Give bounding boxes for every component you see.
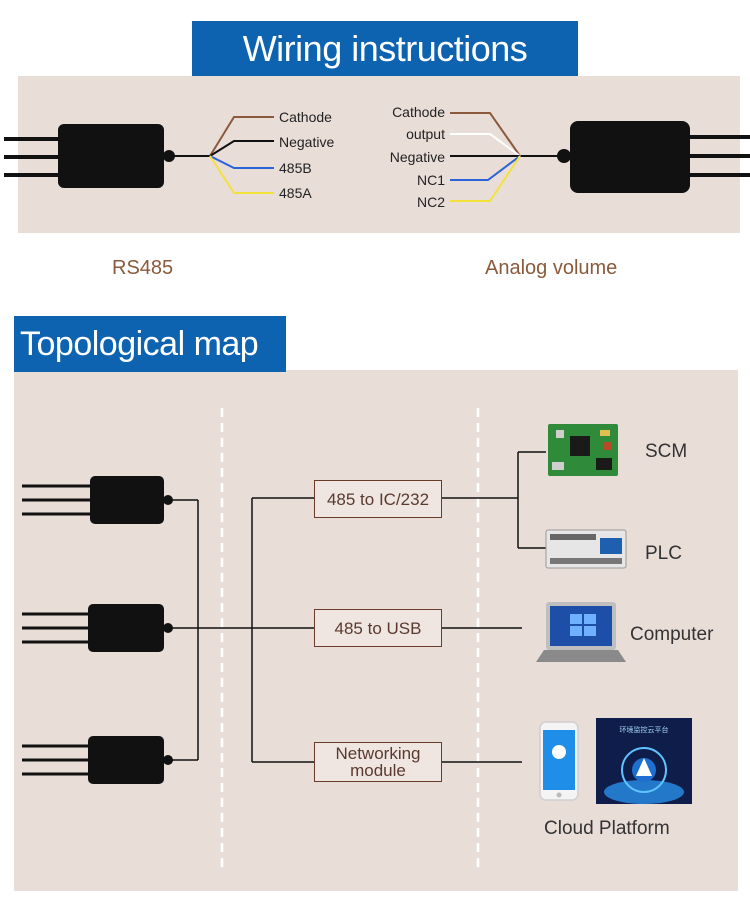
- sensor-icon: [22, 476, 173, 524]
- rs485-wire-label: 485A: [279, 185, 312, 201]
- wiring-title: Wiring instructions: [192, 21, 578, 77]
- laptop-icon: [536, 602, 626, 662]
- plc-label: PLC: [645, 543, 682, 564]
- topology-title: Topological map: [14, 316, 286, 372]
- cloud-dashboard-icon: [596, 718, 692, 804]
- analog-sensor-icon: [520, 121, 750, 193]
- rs485-sensor-icon: [4, 124, 210, 188]
- cloud-platform-label: Cloud Platform: [544, 818, 670, 839]
- sensor-icon: [22, 736, 173, 784]
- phone-icon: [539, 721, 579, 801]
- rs485-wire-label: Negative: [279, 134, 335, 150]
- analog-wire-label: NC1: [416, 172, 445, 188]
- scm-label: SCM: [645, 441, 688, 462]
- rs485-caption: RS485: [112, 257, 174, 279]
- rs485-wires: [209, 116, 274, 194]
- networking-module-box: Networking module: [314, 742, 442, 782]
- analog-wire-label: Negative: [389, 149, 445, 165]
- sensor-icon: [22, 604, 173, 652]
- rs485-wire-label: 485B: [279, 160, 312, 176]
- analog-wire-label: output: [406, 126, 445, 142]
- cloud-screen-text: 环境监控云平台: [619, 726, 669, 734]
- analog-wire-label: NC2: [416, 194, 445, 210]
- converter-usb-box: 485 to USB: [314, 609, 442, 647]
- plc-icon: [545, 529, 627, 569]
- scm-board-icon: [548, 424, 618, 476]
- converter-ic232-box: 485 to IC/232: [314, 480, 442, 518]
- analog-wires: [450, 112, 521, 202]
- analog-wire-label: Cathode: [392, 104, 445, 120]
- rs485-wire-label: Cathode: [279, 109, 332, 125]
- topology-connectors: [168, 451, 546, 763]
- computer-label: Computer: [630, 624, 714, 645]
- analog-caption: Analog volume: [485, 257, 618, 279]
